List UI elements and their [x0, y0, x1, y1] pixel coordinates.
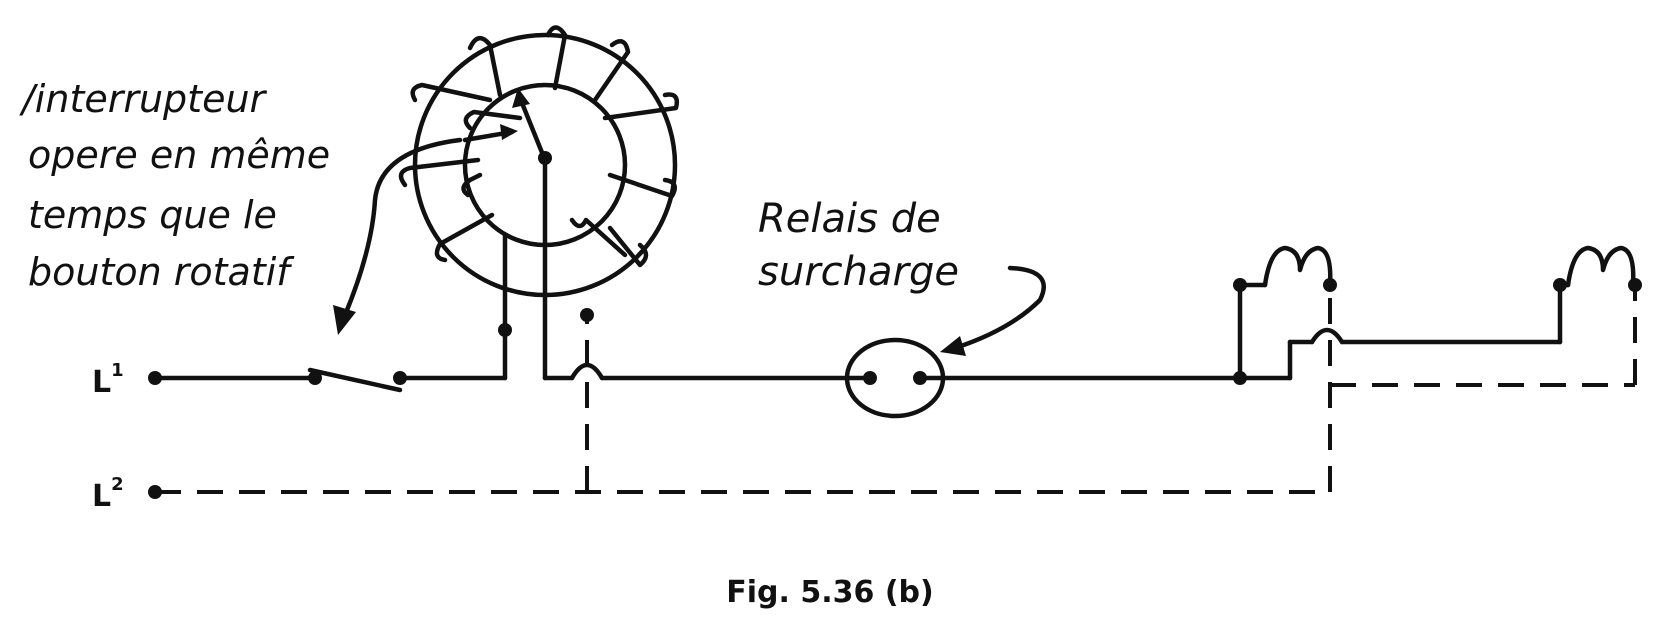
relay-annotation-arrowhead	[940, 336, 966, 356]
inner-arrowhead	[500, 124, 518, 140]
switch-note-line-4: bouton rotatif	[28, 250, 295, 294]
rotor-pointer	[517, 95, 548, 163]
terminal-dots	[148, 278, 1642, 499]
coil-1	[1262, 245, 1333, 288]
terminal-l2	[148, 485, 162, 499]
switch-blade	[307, 367, 403, 393]
overload-relay	[844, 337, 946, 419]
relay-note-line-2: surcharge	[758, 249, 959, 295]
figure-caption: Fig. 5.36 (b)	[726, 575, 933, 610]
switch-annotation: /interrupteur opere en même temps que le…	[19, 77, 330, 294]
rotary-switch-coil	[398, 25, 680, 298]
switch-annotation-leader	[342, 137, 463, 318]
switch-note-line-3: temps que le	[28, 193, 277, 237]
line-label-l1: L1	[92, 360, 124, 400]
rotor-arrowhead	[512, 88, 530, 108]
line-l1-wiring	[152, 155, 1636, 393]
coil-windings	[398, 25, 680, 268]
relay-body	[844, 337, 946, 419]
wire-crossover-2	[1309, 327, 1345, 345]
switch-annotation-arrowhead	[333, 305, 356, 335]
line-l2-wiring	[155, 285, 1637, 494]
wire-crossover-1	[569, 362, 605, 381]
switch-note-line-1: /interrupteur	[19, 77, 268, 121]
switch-note-line-2: opere en même	[28, 133, 330, 177]
terminal-l1	[148, 371, 162, 385]
relay-annotation: Relais de surcharge	[758, 196, 959, 295]
relay-note-line-1: Relais de	[758, 196, 941, 242]
coil-2	[1565, 245, 1636, 288]
line-label-l2: L2	[92, 474, 124, 514]
relay-annotation-leader	[952, 265, 1046, 351]
